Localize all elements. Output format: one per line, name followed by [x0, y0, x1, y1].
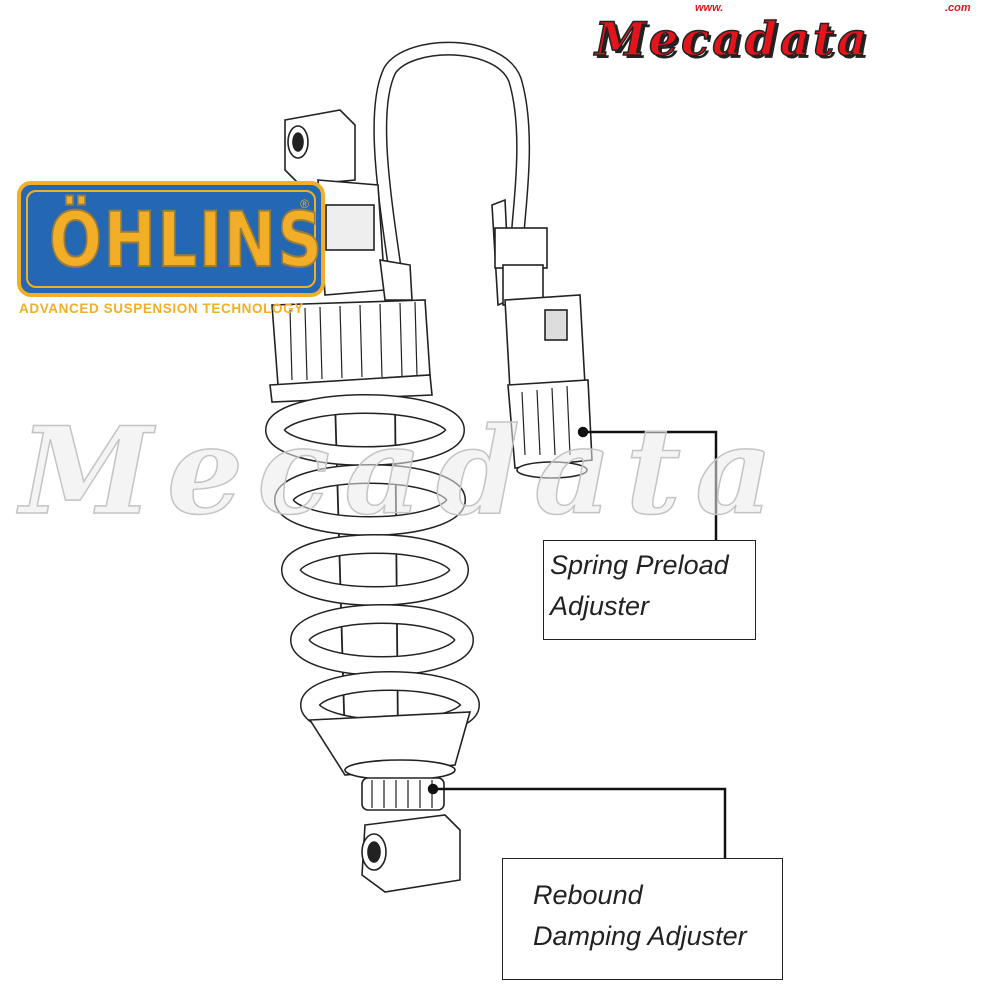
coil-spring	[265, 394, 480, 746]
damper-body	[317, 179, 413, 301]
rebound-adjuster-ring	[361, 777, 445, 811]
remote-preload-adjuster	[491, 198, 593, 479]
remote-hose	[373, 41, 531, 292]
label-line: Spring Preload	[550, 550, 729, 580]
ohlins-wordmark: ÖHLINS	[48, 194, 324, 285]
preload-leader-line	[577, 426, 718, 540]
label-line: Damping Adjuster	[533, 921, 747, 951]
label-line: Adjuster	[550, 591, 650, 621]
mecadata-wordmark: Mecadata	[594, 12, 871, 66]
ohlins-tagline: ADVANCED SUSPENSION TECHNOLOGY	[19, 301, 304, 316]
spring-preload-adjuster-label: Spring Preload Adjuster	[543, 540, 756, 640]
lower-spring-seat	[308, 711, 472, 781]
registered-mark: ®	[300, 197, 309, 211]
watermark: Mecadata	[19, 401, 787, 542]
label-line: Rebound	[533, 880, 643, 910]
top-mount-eye	[284, 109, 356, 186]
bottom-mount-eye	[361, 814, 461, 893]
mecadata-prefix: www.	[695, 2, 724, 14]
rebound-leader-line	[427, 783, 727, 858]
rebound-damping-adjuster-label: Rebound Damping Adjuster	[502, 858, 783, 980]
mecadata-suffix: .com	[945, 2, 971, 14]
ohlins-logo: ÖHLINS ®	[17, 181, 325, 297]
mecadata-logo: www. .com Mecadata	[594, 2, 995, 66]
